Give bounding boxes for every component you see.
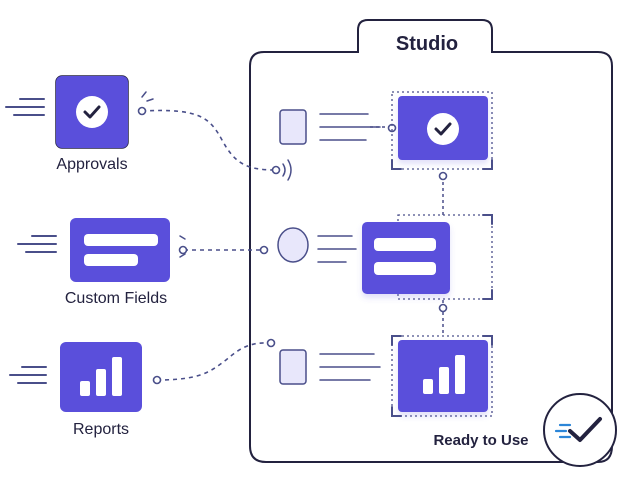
frame-corners-1 [391, 159, 493, 170]
studio-custom-fields-card[interactable] [362, 222, 450, 294]
node-row1-bottom [438, 171, 448, 181]
node-reports-end [266, 338, 276, 348]
connector-reports [156, 342, 271, 381]
selection-frame-3 [391, 335, 493, 417]
node-approvals-start [137, 106, 147, 116]
placeholder-square-1 [279, 109, 307, 145]
placeholder-square-3 [279, 349, 307, 385]
studio-reports-card[interactable] [398, 340, 488, 412]
check-icon [427, 113, 459, 145]
studio-title: Studio [395, 33, 459, 55]
spark-custom-fields [179, 235, 186, 258]
spark-approvals [141, 91, 154, 102]
signal-waves-icon [282, 159, 292, 181]
reports-card[interactable] [60, 342, 142, 412]
custom-fields-label: Custom Fields [64, 290, 168, 307]
selection-frame-2 [397, 214, 493, 300]
node-custom-end [259, 245, 269, 255]
check-icon [76, 96, 108, 128]
speed-check-icon [554, 417, 602, 442]
placeholder-lines-2 [317, 235, 357, 263]
connector-approvals [141, 109, 276, 171]
node-custom-start [178, 245, 188, 255]
text-fields-icon [374, 238, 436, 275]
studio-approvals-card[interactable] [398, 96, 488, 160]
frame-corners-3 [391, 335, 493, 417]
ready-status-label: Ready to Use [433, 432, 529, 449]
selection-frame-1 [391, 91, 493, 170]
speed-lines-reports [9, 366, 47, 384]
reports-label: Reports [72, 421, 130, 438]
speed-lines-approvals [5, 98, 45, 116]
approvals-card[interactable] [55, 75, 129, 149]
ready-badge [543, 393, 617, 467]
custom-fields-card[interactable] [70, 218, 170, 282]
placeholder-circle-2 [277, 227, 309, 263]
text-fields-icon [84, 234, 158, 266]
node-reports-start [152, 375, 162, 385]
placeholder-lines-3 [319, 353, 381, 381]
frame-corners-2 [482, 214, 493, 300]
bar-chart-icon [423, 355, 465, 394]
bar-chart-icon [80, 357, 122, 396]
speed-lines-custom-fields [17, 235, 57, 253]
approvals-label: Approvals [56, 156, 128, 173]
node-approvals-end [271, 165, 281, 175]
node-row2-bottom [438, 303, 448, 313]
